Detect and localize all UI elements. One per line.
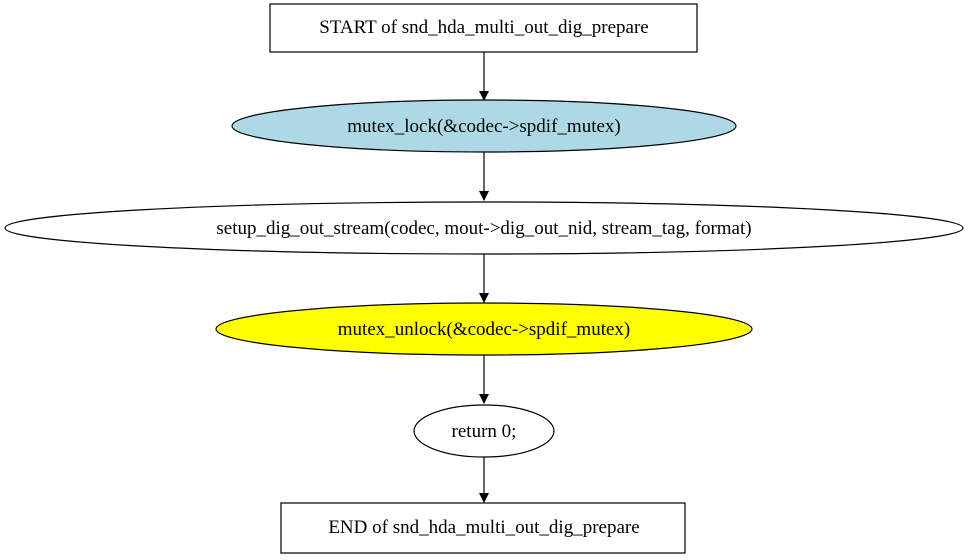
mutex-lock-node: mutex_lock(&codec->spdif_mutex) [231, 99, 737, 153]
return-node-label: return 0; [452, 421, 517, 442]
mutex-lock-node-label: mutex_lock(&codec->spdif_mutex) [347, 116, 620, 137]
start-node-label: START of snd_hda_multi_out_dig_prepare [319, 17, 648, 38]
return-node: return 0; [413, 404, 555, 458]
end-node-label: END of snd_hda_multi_out_dig_prepare [328, 517, 639, 538]
return-node-shape [413, 404, 555, 458]
end-node: END of snd_hda_multi_out_dig_prepare [280, 502, 686, 554]
setup-dig-out-stream-node: setup_dig_out_stream(codec, mout->dig_ou… [4, 201, 964, 255]
start-node-box [269, 3, 698, 53]
mutex-unlock-node: mutex_unlock(&codec->spdif_mutex) [215, 302, 753, 356]
mutex-unlock-node-shape [215, 302, 753, 356]
end-node-box [280, 502, 686, 554]
start-node: START of snd_hda_multi_out_dig_prepare [269, 3, 698, 53]
mutex-unlock-node-label: mutex_unlock(&codec->spdif_mutex) [338, 319, 630, 340]
mutex-lock-node-shape [231, 99, 737, 153]
setup-dig-out-stream-node-label: setup_dig_out_stream(codec, mout->dig_ou… [216, 218, 751, 239]
setup-dig-out-stream-node-shape [4, 201, 964, 255]
